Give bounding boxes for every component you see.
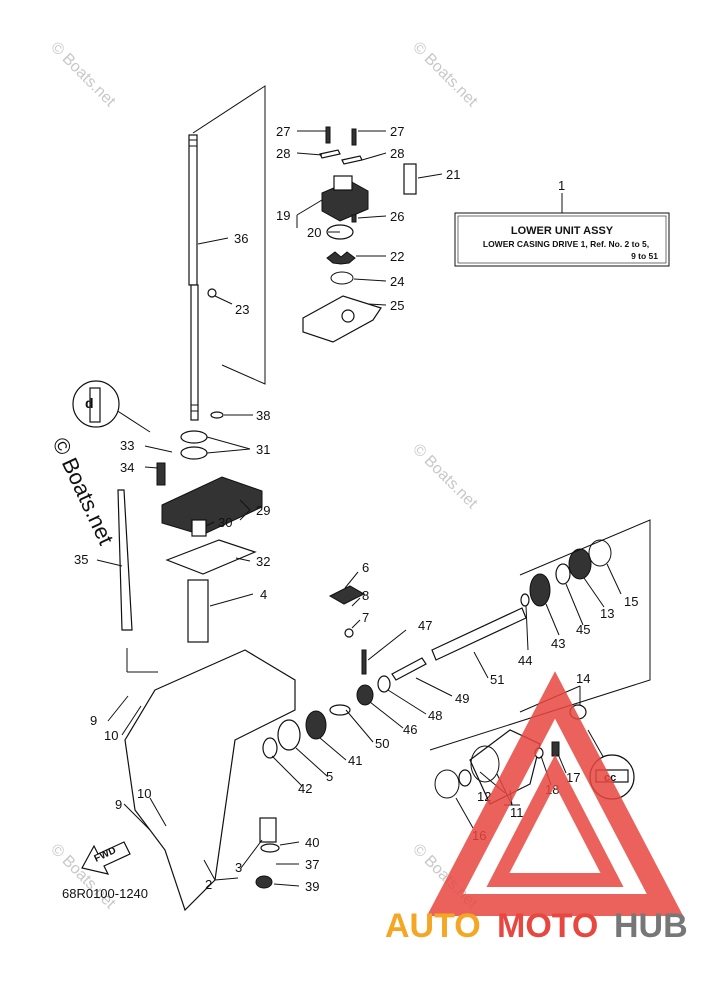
label-48: 48: [428, 708, 442, 723]
label-39: 39: [305, 879, 319, 894]
label-37: 37: [305, 857, 319, 872]
label-31: 31: [256, 442, 270, 457]
label-49: 49: [455, 691, 469, 706]
label-14: 14: [576, 671, 590, 686]
assembly-line2: 9 to 51: [631, 251, 658, 261]
logo-text-hub: HUB: [614, 907, 688, 945]
label-4: 4: [260, 587, 267, 602]
label-51: 51: [490, 672, 504, 687]
assembly-line1: LOWER CASING DRIVE 1, Ref. No. 2 to 5,: [483, 239, 649, 249]
label-38: 38: [256, 408, 270, 423]
label-19: 19: [276, 208, 290, 223]
label-45: 45: [576, 622, 590, 637]
label-44: 44: [518, 653, 532, 668]
drive-shaft: [188, 134, 199, 421]
label-35: 35: [74, 552, 88, 567]
logo-text-moto: MOTO: [497, 907, 598, 945]
label-28: 28: [276, 146, 290, 161]
assembly-title: LOWER UNIT ASSY: [511, 225, 614, 237]
label-6: 6: [362, 560, 369, 575]
label-50: 50: [375, 736, 389, 751]
grease-callout: d: [72, 380, 151, 433]
fwd-arrow: FWD: [81, 841, 131, 875]
label-24: 24: [390, 274, 404, 289]
watermark: © Boats.net: [47, 39, 119, 111]
label-46: 46: [403, 722, 417, 737]
label-42: 42: [298, 781, 312, 796]
label-5: 5: [326, 769, 333, 784]
label-30: 30: [218, 515, 232, 530]
automotohub-logo: AUTO MOTO HUB: [385, 671, 688, 945]
label-13: 13: [600, 606, 614, 621]
label-29: 29: [256, 503, 270, 518]
logo-text-auto: AUTO: [385, 907, 481, 945]
label-8: 8: [362, 588, 369, 603]
label-43: 43: [551, 636, 565, 651]
label-23: 23: [235, 302, 249, 317]
label-15: 15: [624, 594, 638, 609]
label-32: 32: [256, 554, 270, 569]
label-10: 10: [137, 786, 151, 801]
part-labels: 27 27 28 28 21 19 26 20 36 22 24 25 23 3…: [74, 124, 638, 894]
label-34: 34: [120, 460, 134, 475]
label-47: 47: [418, 618, 432, 633]
label-41: 41: [348, 753, 362, 768]
label-7: 7: [362, 610, 369, 625]
label-1: 1: [558, 178, 565, 193]
grease-symbol: d: [85, 395, 94, 411]
watermark: © Boats.net: [409, 39, 481, 111]
label-26: 26: [390, 209, 404, 224]
label-33: 33: [120, 438, 134, 453]
label-9: 9: [90, 713, 97, 728]
label-20: 20: [307, 225, 321, 240]
bearing-housing-parts: [117, 411, 263, 643]
label-27: 27: [276, 124, 290, 139]
watermark: © Boats.net: [409, 441, 481, 513]
label-40: 40: [305, 835, 319, 850]
label-17: 17: [566, 770, 580, 785]
label-22: 22: [390, 249, 404, 264]
watermark-large: © Boats.net: [47, 434, 118, 549]
gear-train-parts: [262, 539, 612, 759]
diagram-code: 68R0100-1240: [62, 886, 148, 901]
label-36: 36: [234, 231, 248, 246]
label-2: 2: [205, 877, 212, 892]
label-11: 11: [510, 805, 524, 820]
water-pump-parts: [302, 126, 417, 343]
label-27: 27: [390, 124, 404, 139]
label-10: 10: [104, 728, 118, 743]
label-21: 21: [446, 167, 460, 182]
label-3: 3: [235, 860, 242, 875]
assembly-info-box: 1 LOWER UNIT ASSY LOWER CASING DRIVE 1, …: [454, 178, 670, 267]
label-28: 28: [390, 146, 404, 161]
label-9: 9: [115, 797, 122, 812]
label-25: 25: [390, 298, 404, 313]
